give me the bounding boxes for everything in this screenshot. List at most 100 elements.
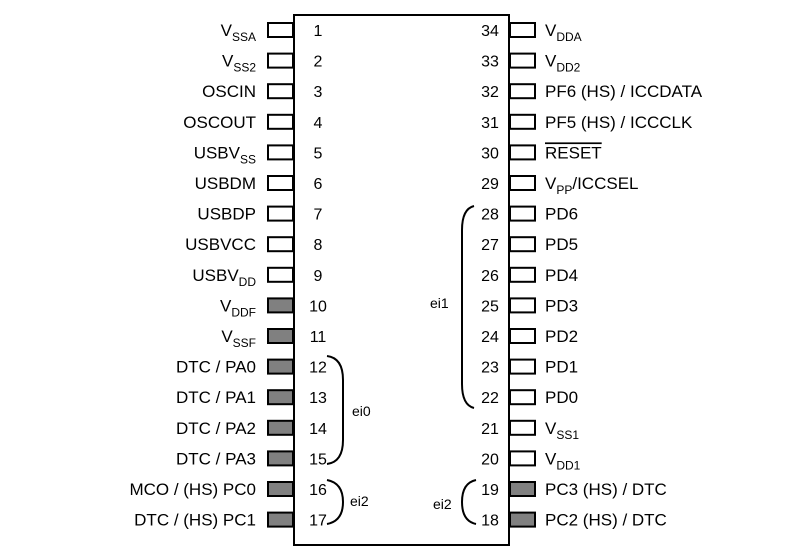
right-pin-suffix: /ICCSEL — [572, 174, 638, 193]
left-pin-subscript: DD — [239, 275, 257, 289]
right-pin-number: 24 — [481, 329, 499, 346]
right-pin-label: VDD1 — [545, 449, 581, 472]
left-pin-name: DTC / PA3 — [176, 449, 256, 468]
left-pin: 8 USBVCC — [185, 235, 322, 254]
right-pin-name: V — [545, 21, 557, 40]
right-pin-label: PD2 — [545, 327, 578, 346]
left-pin-number: 4 — [314, 115, 323, 132]
left-pin-name: DTC / PA2 — [176, 419, 256, 438]
left-pin-name: V — [220, 296, 232, 315]
left-pin-subscript: SS — [240, 152, 256, 166]
right-pin-name: V — [545, 52, 557, 71]
left-pin-number: 16 — [309, 482, 327, 499]
right-pin-label: PD1 — [545, 358, 578, 377]
left-pin-name: V — [221, 21, 233, 40]
left-pin-pad — [267, 113, 294, 130]
right-pin-number: 26 — [481, 268, 499, 285]
right-pin-name: V — [545, 174, 557, 193]
ei1-label: ei1 — [430, 295, 449, 311]
left-pin-label: USBDM — [195, 174, 256, 193]
right-pin-label: PF6 (HS) / ICCDATA — [545, 82, 703, 101]
left-pin-label: DTC / PA1 — [176, 388, 256, 407]
right-pin-name: V — [545, 449, 557, 468]
left-pin-pad — [267, 450, 294, 467]
left-pin-label: VDDF — [220, 296, 256, 319]
right-pin: 27 PD5 — [481, 235, 578, 254]
right-pin-name: PD3 — [545, 296, 578, 315]
left-pin-name: OSCOUT — [183, 113, 256, 132]
right-pin-pad — [509, 450, 536, 467]
chip-body — [293, 14, 510, 546]
right-pin-pad — [509, 144, 536, 161]
right-pin-number: 25 — [481, 298, 499, 315]
left-pin-pad — [267, 236, 294, 253]
right-pin-name: PF6 (HS) / ICCDATA — [545, 82, 703, 101]
right-pin-name: PD2 — [545, 327, 578, 346]
right-pin-label: PD5 — [545, 235, 578, 254]
right-pin-number: 20 — [481, 451, 499, 468]
right-pin-name: PC2 (HS) / DTC — [545, 511, 667, 530]
left-pin-pad — [267, 419, 294, 436]
right-pin-pad — [509, 297, 536, 314]
right-pin-pad — [509, 481, 536, 497]
right-pin-label: VSS1 — [545, 419, 579, 442]
pins-layer: 1VSSA2VSS23OSCIN4OSCOUT5USBVSS6USBDM7USB… — [129, 21, 702, 530]
left-pin-number: 8 — [314, 237, 323, 254]
right-pin-number: 18 — [481, 513, 499, 530]
right-pin-number: 21 — [481, 421, 499, 438]
right-pin-pad — [509, 266, 536, 283]
left-pin-name: USBVCC — [185, 235, 256, 254]
left-pin-name: USBDP — [197, 205, 256, 224]
ei2-left-label: ei2 — [350, 493, 369, 509]
right-pin-number: 23 — [481, 360, 499, 377]
left-pin-number: 10 — [309, 298, 327, 315]
left-pin: 10 VDDF — [220, 296, 327, 319]
right-pin-subscript: DDA — [556, 30, 581, 44]
right-pin: 21 VSS1 — [481, 419, 579, 442]
right-pin-name: V — [545, 419, 557, 438]
right-pin: 32 PF6 (HS) / ICCDATA — [481, 82, 703, 101]
left-pin-label: OSCIN — [202, 82, 256, 101]
ei0-label: ei0 — [352, 403, 371, 419]
right-pin-number: 27 — [481, 237, 499, 254]
right-pin-name: PF5 (HS) / ICCCLK — [545, 113, 693, 132]
left-pin-pad — [267, 389, 294, 406]
right-pin-name: PD1 — [545, 358, 578, 377]
left-pin-label: VSSA — [221, 21, 256, 44]
right-pin-label: VDDA — [545, 21, 582, 44]
left-pin-subscript: DDF — [231, 305, 256, 319]
right-pin-pad — [509, 236, 536, 253]
right-pin-name: PC3 (HS) / DTC — [545, 480, 667, 499]
right-pin-name: PD4 — [545, 266, 578, 285]
ei1-bracket — [461, 205, 475, 409]
left-pin-pad — [267, 481, 294, 497]
left-pin-pad — [267, 52, 294, 69]
right-pin-pad — [509, 52, 536, 69]
right-pin-subscript: DD2 — [556, 61, 580, 75]
left-pin-label: DTC / PA0 — [176, 358, 256, 377]
left-pin-pad — [267, 358, 294, 375]
left-pin-name: DTC / PA1 — [176, 388, 256, 407]
left-pin-pad — [267, 83, 294, 100]
left-pin-pad — [267, 511, 294, 528]
ei2-left-bracket — [326, 479, 345, 525]
left-pin-subscript: SS2 — [233, 61, 256, 75]
right-pin-pad — [509, 419, 536, 436]
right-pin-number: 32 — [481, 84, 499, 101]
ei0-bracket — [326, 355, 344, 465]
right-pin-pad — [509, 328, 536, 344]
left-pin-subscript: SSA — [232, 30, 256, 44]
